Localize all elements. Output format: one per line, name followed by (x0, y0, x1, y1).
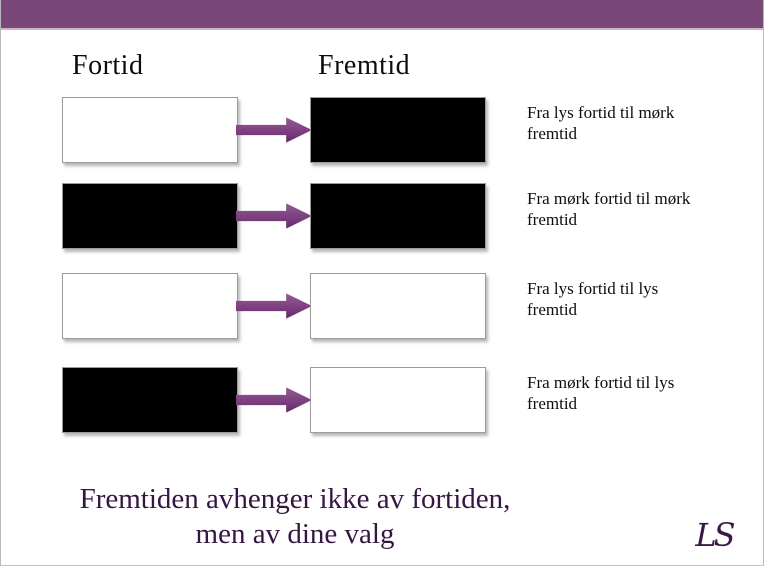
row-label: Fra lys fortid til mørk fremtid (527, 103, 675, 143)
closing-statement: Fremtiden avhenger ikke av fortiden, men… (30, 482, 560, 552)
fremtid-box (310, 367, 486, 433)
column-header-fortid: Fortid (72, 50, 144, 81)
fremtid-box (310, 183, 486, 249)
arrow-right-icon (236, 117, 312, 143)
fortid-box (62, 183, 238, 249)
fortid-box (62, 97, 238, 163)
transition-row-4: Fra mørk fortid til lys fremtid (0, 367, 764, 435)
top-bar (0, 0, 764, 28)
fortid-box (62, 367, 238, 433)
fremtid-box (310, 97, 486, 163)
arrow-right-icon (236, 203, 312, 229)
column-header-fremtid: Fremtid (318, 50, 411, 81)
row-label: Fra mørk fortid til mørk fremtid (527, 189, 691, 229)
top-bar-accent-line (0, 28, 764, 30)
closing-statement-line1: Fremtiden avhenger ikke av fortiden, (79, 483, 511, 515)
transition-row-2: Fra mørk fortid til mørk fremtid (0, 183, 764, 251)
fremtid-box (310, 273, 486, 339)
arrow-right-icon (236, 387, 312, 413)
closing-statement-line2: men av dine valg (195, 518, 395, 550)
row-label: Fra lys fortid til lys fremtid (527, 279, 659, 319)
ls-monogram-logo: LS (695, 516, 735, 554)
arrow-right-icon (236, 293, 312, 319)
transition-row-1: Fra lys fortid til mørk fremtid (0, 97, 764, 165)
row-label: Fra mørk fortid til lys fremtid (527, 373, 675, 413)
fortid-box (62, 273, 238, 339)
transition-row-3: Fra lys fortid til lys fremtid (0, 273, 764, 341)
